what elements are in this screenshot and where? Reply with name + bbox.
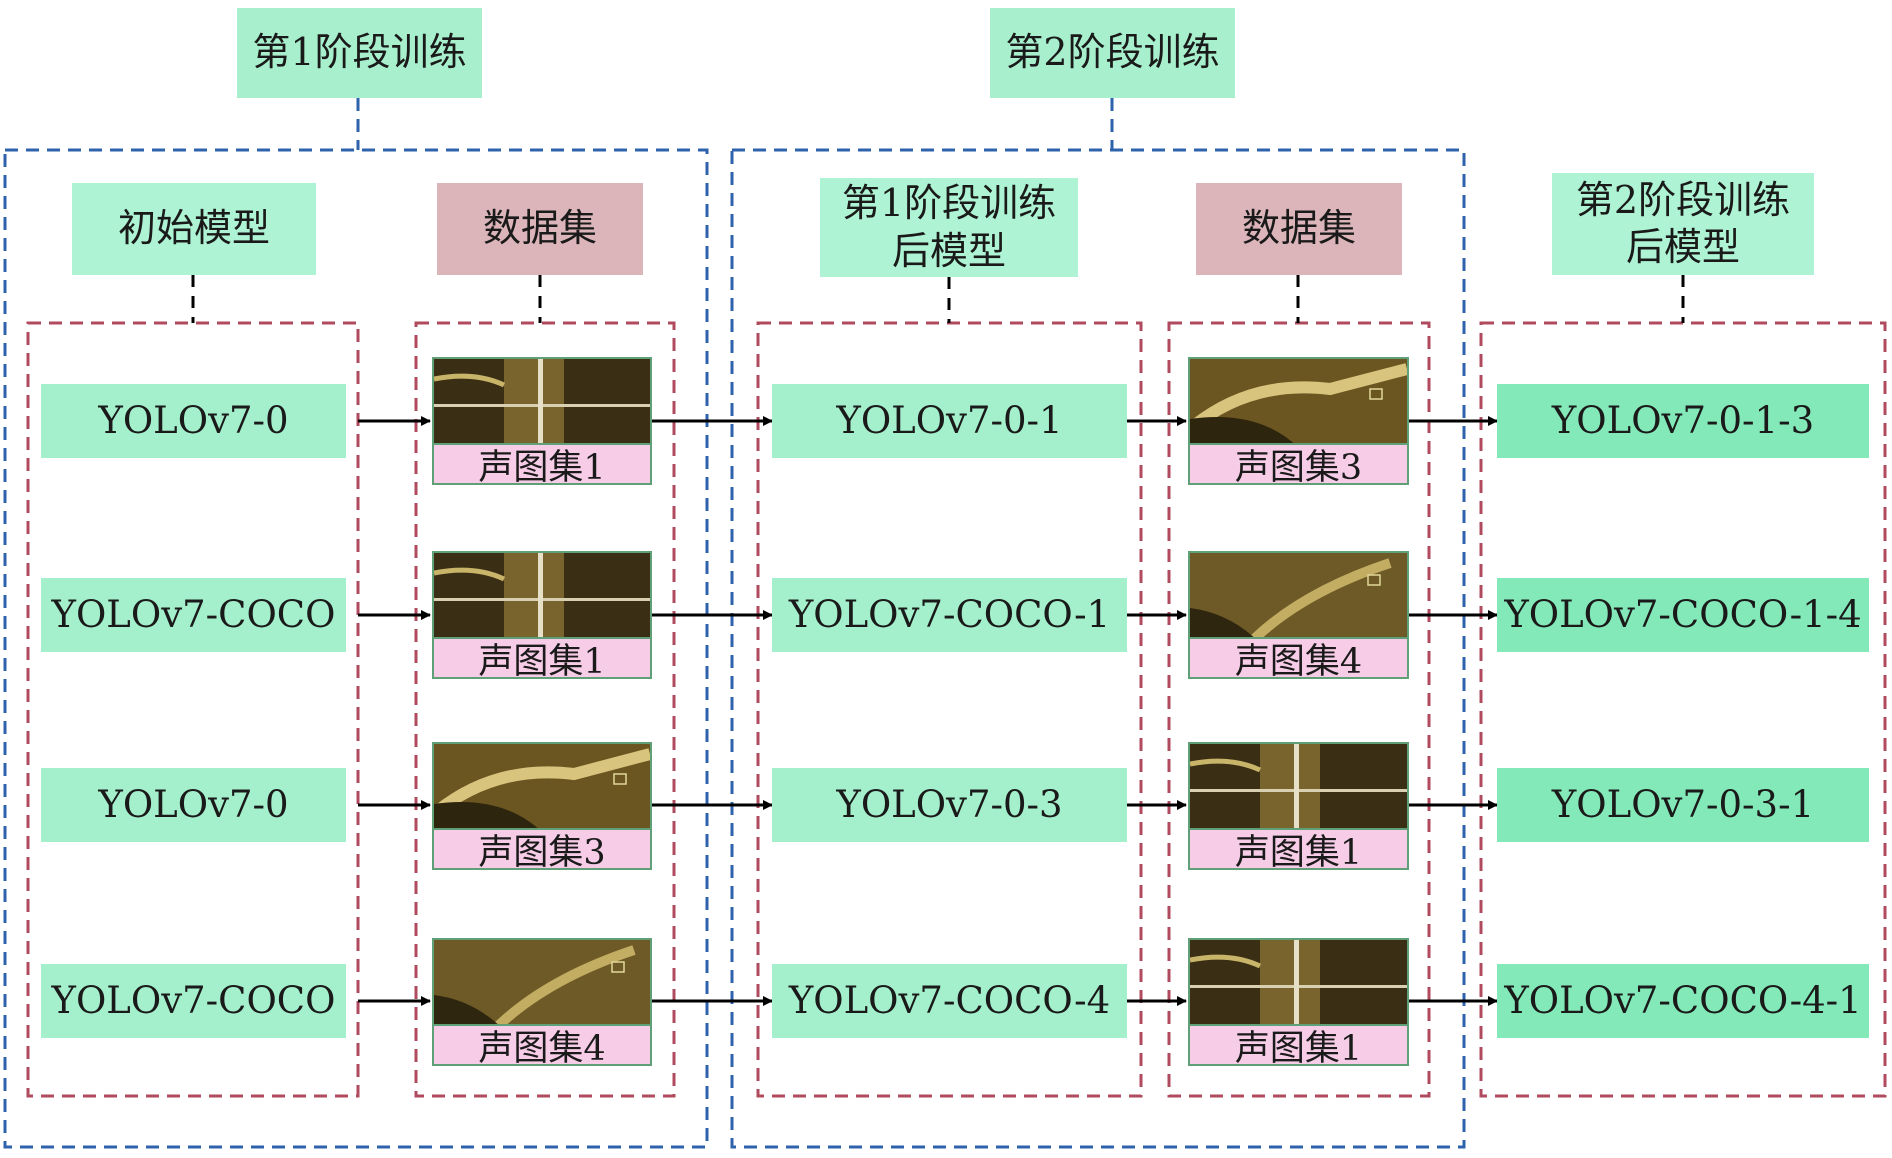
stage1-model-header: 第1阶段训练后模型 <box>820 178 1078 277</box>
stage2-frame <box>730 148 1466 1149</box>
initial-model-row-2: YOLOv7-COCO <box>41 578 346 652</box>
stage2-model-row-4: YOLOv7-COCO-4-1 <box>1497 964 1869 1038</box>
dataset2-header: 数据集 <box>1196 183 1402 275</box>
stage2-title: 第2阶段训练 <box>990 8 1235 98</box>
sonar-dataset-thumbnail: 声图集1 <box>1188 938 1409 1066</box>
stage2-model-header: 第2阶段训练后模型 <box>1552 173 1814 275</box>
stage1-frame <box>3 148 709 1149</box>
stage1-model-row-1: YOLOv7-0-1 <box>772 384 1127 458</box>
dataset-caption: 声图集3 <box>434 828 650 868</box>
stage1-model-row-3: YOLOv7-0-3 <box>772 768 1127 842</box>
stage2-model-row-2: YOLOv7-COCO-1-4 <box>1497 578 1869 652</box>
sonar-dataset-thumbnail: 声图集1 <box>1188 742 1409 870</box>
stage1-model-row-2: YOLOv7-COCO-1 <box>772 578 1127 652</box>
stage1-model-row-4: YOLOv7-COCO-4 <box>772 964 1127 1038</box>
initial-model-row-1: YOLOv7-0 <box>41 384 346 458</box>
initial-model-row-3: YOLOv7-0 <box>41 768 346 842</box>
dataset-caption: 声图集4 <box>1190 637 1407 677</box>
dataset-caption: 声图集1 <box>1190 1024 1407 1064</box>
dataset-caption: 声图集4 <box>434 1024 650 1064</box>
initial-model-header: 初始模型 <box>72 183 316 275</box>
dataset1-header: 数据集 <box>437 183 643 275</box>
dataset-caption: 声图集1 <box>1190 828 1407 868</box>
dataset-caption: 声图集1 <box>434 637 650 677</box>
initial-model-group-frame <box>26 321 360 1098</box>
sonar-dataset-thumbnail: 声图集4 <box>1188 551 1409 679</box>
sonar-dataset-thumbnail: 声图集4 <box>432 938 652 1066</box>
dataset1-group-frame <box>414 321 676 1098</box>
stage1-title: 第1阶段训练 <box>237 8 482 98</box>
stage2-model-row-3: YOLOv7-0-3-1 <box>1497 768 1869 842</box>
dataset-caption: 声图集1 <box>434 443 650 483</box>
sonar-dataset-thumbnail: 声图集3 <box>432 742 652 870</box>
stage2-model-row-1: YOLOv7-0-1-3 <box>1497 384 1869 458</box>
sonar-dataset-thumbnail: 声图集1 <box>432 357 652 485</box>
dataset-caption: 声图集3 <box>1190 443 1407 483</box>
initial-model-row-4: YOLOv7-COCO <box>41 964 346 1038</box>
sonar-dataset-thumbnail: 声图集1 <box>432 551 652 679</box>
sonar-dataset-thumbnail: 声图集3 <box>1188 357 1409 485</box>
